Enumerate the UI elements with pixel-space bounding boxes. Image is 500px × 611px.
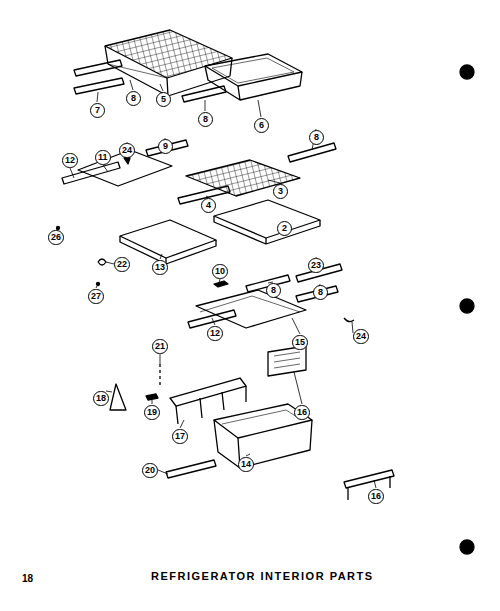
- callout-number: 13: [152, 260, 168, 275]
- callout-number: 6: [254, 118, 269, 133]
- callout-number: 12: [207, 326, 223, 341]
- spring-clip: [344, 318, 354, 322]
- callout-number: 3: [273, 184, 288, 199]
- callout-number: 18: [93, 391, 109, 406]
- callout-number: 8: [309, 130, 324, 145]
- callout-number: 20: [142, 463, 158, 478]
- clip: [214, 281, 228, 287]
- callout-number: 8: [126, 91, 141, 106]
- callout-number: 5: [156, 92, 171, 107]
- callout-number: 7: [90, 103, 105, 118]
- callout-number: 23: [308, 258, 324, 273]
- callout-number: 19: [144, 405, 160, 420]
- leader-lines: [56, 80, 376, 488]
- wire-basket: [105, 30, 232, 96]
- callout-number: 8: [198, 112, 213, 127]
- funnel: [110, 384, 126, 410]
- callout-number: 2: [277, 221, 292, 236]
- clip: [98, 259, 106, 265]
- punch-hole: [460, 299, 474, 313]
- rail: [288, 143, 336, 162]
- callout-number: 15: [292, 335, 308, 350]
- callout-number: 8: [266, 283, 281, 298]
- callout-number: 21: [152, 339, 168, 354]
- callout-number: 9: [158, 139, 173, 154]
- callout-number: 11: [95, 150, 111, 165]
- rail: [74, 60, 122, 76]
- rail: [166, 460, 216, 478]
- punch-hole: [460, 65, 474, 79]
- shelf-frame: [120, 220, 216, 264]
- punch-hole: [460, 540, 474, 554]
- crisper-drawer: [214, 404, 312, 468]
- callout-number: 12: [62, 153, 78, 168]
- callout-number: 14: [238, 457, 254, 472]
- callout-number: 24: [353, 329, 369, 344]
- callout-number: 24: [119, 143, 135, 158]
- callout-number: 16: [294, 405, 310, 420]
- page-number: 18: [22, 573, 33, 584]
- callout-number: 22: [114, 257, 130, 272]
- rail: [74, 78, 124, 94]
- callout-number: 17: [172, 429, 188, 444]
- callout-number: 4: [201, 198, 216, 213]
- callout-number: 8: [313, 285, 328, 300]
- crisper-cover: [170, 378, 246, 424]
- callout-number: 27: [88, 289, 104, 304]
- callout-number: 26: [48, 230, 64, 245]
- caption: REFRIGERATOR INTERIOR PARTS: [151, 570, 374, 582]
- front-panel: [268, 346, 306, 376]
- rail: [182, 86, 226, 102]
- rail: [296, 286, 338, 302]
- clip: [146, 394, 158, 400]
- shelf-frame: [214, 200, 320, 244]
- screw: [97, 283, 100, 286]
- rail: [146, 140, 188, 156]
- callout-number: 16: [368, 489, 384, 504]
- callout-number: 10: [212, 264, 228, 279]
